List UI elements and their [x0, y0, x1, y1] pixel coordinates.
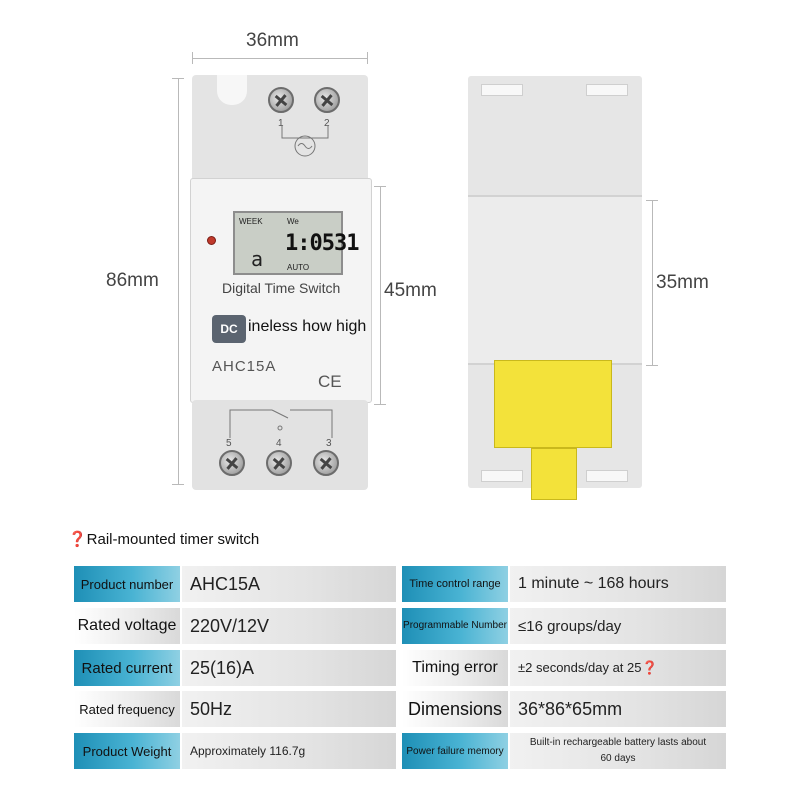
ce-mark: CE [318, 372, 342, 391]
din-clip-tab [531, 448, 577, 500]
face-dim-line [380, 186, 381, 404]
height-dim-tick-top [172, 78, 184, 79]
terminal-label-5: 5 [226, 438, 232, 449]
section-title: ❓Rail-mounted timer switch [68, 531, 260, 548]
spec-value-product-number: AHC15A [182, 566, 396, 602]
terminal-label-3: 3 [326, 438, 332, 449]
width-dim-line [192, 58, 368, 59]
width-dim-label: 36mm [246, 30, 299, 51]
height-dim-label: 86mm [106, 270, 159, 291]
device-top-notch [217, 75, 247, 105]
spec-label-rated-voltage: Rated voltage [74, 608, 180, 644]
spec-value-programmable-number: ≤16 groups/day [510, 608, 726, 644]
terminal-screw-2 [314, 87, 340, 113]
lcd-day-digit: a [251, 247, 264, 271]
face-dim-tick-top [374, 186, 386, 187]
spec-value-timing-error: ±2 seconds/day at 25❓ [510, 650, 726, 686]
din-rail-channel [468, 195, 642, 365]
face-dim-tick-bottom [374, 404, 386, 405]
rail-dim-tick-top [646, 200, 658, 201]
spec-label-power-failure-memory: Power failure memory [402, 733, 508, 769]
spec-label-rated-current: Rated current [74, 650, 180, 686]
spec-label-product-number: Product number [74, 566, 180, 602]
relay-contact-icon [229, 409, 333, 438]
spec-label-rated-frequency: Rated frequency [74, 691, 180, 727]
spec-value-rated-voltage: 220V/12V [182, 608, 396, 644]
terminal-label-1: 1 [278, 118, 284, 129]
status-led [207, 236, 216, 245]
rail-dim-line [652, 200, 653, 365]
spec-value-time-control-range: 1 minute ~ 168 hours [510, 566, 726, 602]
spec-value-product-weight: Approximately 116.7g [182, 733, 396, 769]
back-slot-top-right [586, 84, 628, 96]
lcd-day-label: We [287, 217, 299, 226]
lcd-week-label: WEEK [239, 217, 263, 226]
terminal-screw-4 [266, 450, 292, 476]
device-model: AHC15A [212, 358, 277, 375]
spec-value-power-failure-memory: Built-in rechargeable battery lasts abou… [510, 733, 726, 769]
spec-label-time-control-range: Time control range [402, 566, 508, 602]
terminal-screw-5 [219, 450, 245, 476]
terminal-screw-1 [268, 87, 294, 113]
back-slot-top-left [481, 84, 523, 96]
face-dim-label: 45mm [384, 280, 437, 301]
rail-dim-tick-bottom [646, 365, 658, 366]
spec-value-rated-current: 25(16)A [182, 650, 396, 686]
brand-logo-icon: DC [212, 315, 246, 343]
lcd-time: 1:0531 [285, 231, 359, 256]
width-dim-tick-right [367, 52, 368, 64]
spec-value-rated-frequency: 50Hz [182, 691, 396, 727]
spec-label-product-weight: Product Weight [74, 733, 180, 769]
back-slot-bottom-right [586, 470, 628, 482]
spec-label-programmable-number: Programmable Number [402, 608, 508, 644]
overlay-caption: ineless how high [248, 318, 367, 335]
width-dim-tick-left [192, 52, 193, 64]
lcd-display: WEEK We a 1:0531 AUTO [233, 211, 359, 275]
ac-symbol-icon [281, 126, 329, 157]
back-slot-bottom-left [481, 470, 523, 482]
rail-dim-label: 35mm [656, 272, 709, 293]
height-dim-tick-bottom [172, 484, 184, 485]
terminal-screw-3 [313, 450, 339, 476]
lcd-mode-label: AUTO [287, 263, 310, 272]
height-dim-line [178, 78, 179, 484]
terminal-label-2: 2 [324, 118, 330, 129]
device-title: Digital Time Switch [222, 280, 341, 296]
spec-label-timing-error: Timing error [402, 650, 508, 686]
spec-label-dimensions: Dimensions [402, 691, 508, 727]
spec-value-dimensions: 36*86*65mm [510, 691, 726, 727]
din-clip [494, 360, 612, 448]
terminal-label-4: 4 [276, 438, 282, 449]
